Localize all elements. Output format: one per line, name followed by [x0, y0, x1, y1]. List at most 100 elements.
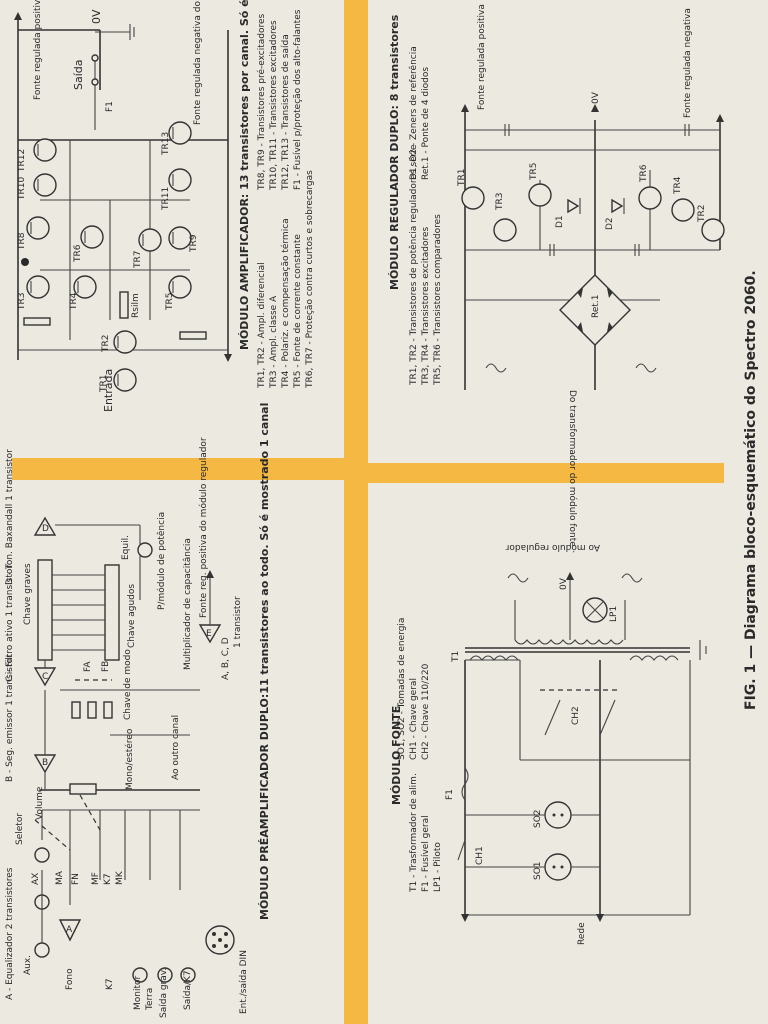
- regulator-module: TR1 TR2 TR3 TR4 TR5 TR6 D1 D2 Ret.1 Font…: [388, 4, 725, 547]
- reg-label-tr6: TR6: [639, 164, 649, 183]
- tr5-symbol: [168, 275, 192, 299]
- preamp-sel-mk: MK: [115, 870, 125, 885]
- preamp-input-k7: K7: [105, 978, 115, 990]
- label-tr13: TR13: [161, 132, 171, 156]
- reg-tr2-symbol: [701, 218, 725, 242]
- label-amp-rsm: Rsilm: [131, 293, 141, 318]
- reg-label-d1: D1: [555, 215, 565, 228]
- preamp-block-c-label: C - Filtro ativo 1 transistor: [5, 565, 15, 682]
- reg-title: MÓDULO REGULADOR DUPLO: 8 transistores: [388, 14, 401, 290]
- power-label-ch1: CH1: [475, 846, 485, 865]
- reg-label-d2: D2: [605, 217, 615, 230]
- label-amp-neg: Fonte regulada negativa do módulo regula…: [192, 0, 203, 125]
- preamp-input-saida-k7: Saída/K7: [183, 970, 193, 1010]
- reg-label-pos: Fonte regulada positiva: [477, 4, 487, 110]
- power-title: MÓDULO FONTE: [390, 706, 403, 805]
- label-tr1: TR1: [99, 375, 109, 393]
- reg-legend-right-0: D1, D2 - Zeners de referência: [408, 46, 419, 180]
- reg-tr5-symbol: [528, 183, 552, 207]
- power-legend-left-2: LP1 - Piloto: [433, 842, 443, 892]
- preamp-sel-k7: K7: [103, 873, 113, 885]
- preamp-cap-mult: Multiplicador de capacitância: [183, 538, 193, 670]
- power-label-f1: F1: [445, 789, 455, 800]
- tr2-symbol: [113, 330, 137, 354]
- preamp-input-saida-grav: Saída grav.: [159, 968, 169, 1018]
- power-label-so2: SO2: [533, 809, 543, 828]
- block-a-letter: A: [66, 925, 73, 935]
- amp-legend-left-1: TR3 - Ampl. classe A: [269, 295, 279, 389]
- amp-legend-left-4: TR6, TR7 - Proteção contra curtos e sobr…: [305, 170, 315, 389]
- preamp-input-monitor: Monitor: [133, 975, 143, 1010]
- preamp-input-terra: Terra: [145, 988, 155, 1011]
- reg-legend-right-1: Ret.1 - Ponte de 4 diodos: [421, 67, 431, 180]
- power-legend-right-2: CH2 - Chave 110/220: [421, 663, 431, 760]
- preamp-bass-switch: Chave graves: [23, 563, 33, 625]
- tr4-symbol: [73, 275, 97, 299]
- divider-horizontal-left: [12, 458, 344, 480]
- preamp-mode-switch: Chave de modo: [123, 649, 133, 720]
- preamp-sel-ma: MA: [55, 870, 65, 885]
- label-amp-0v: 0V: [90, 9, 103, 24]
- tr10-symbol: [33, 173, 57, 197]
- tr13-symbol: [168, 121, 192, 145]
- preamp-block-d-label: D - Ton. Baxandall 1 transistor: [5, 449, 15, 585]
- power-label-ch2: CH2: [571, 706, 581, 725]
- preamp-input-fono: Fono: [65, 968, 75, 990]
- figure-caption: FIG. 1 — Diagrama bloco-esquemático do S…: [743, 270, 759, 710]
- preamp-title: MÓDULO PRÉAMPLIFICADOR DUPLO:11 transist…: [258, 403, 271, 920]
- preamp-sel-fn: FN: [71, 873, 81, 885]
- label-tr3: TR3: [17, 293, 27, 311]
- reg-tr3-symbol: [493, 218, 517, 242]
- preamp-block-b-label: B - Seg. emissor 1 transistor: [5, 654, 15, 782]
- power-legend-left-0: T1 - Trasformador de alim.: [409, 773, 419, 893]
- reg-label-neg: Fonte regulada negativa: [683, 8, 693, 118]
- power-legend-right-1: CH1 - Chave geral: [409, 678, 419, 760]
- reg-label-tr3: TR3: [495, 193, 505, 211]
- label-tr6: TR6: [73, 244, 83, 263]
- preamp-fa: FA: [83, 661, 93, 672]
- label-tr7: TR7: [133, 251, 143, 269]
- amp-legend-left-2: TR4 - Polariz. e compensação térmica: [280, 218, 291, 389]
- label-tr8: TR8: [17, 232, 27, 251]
- preamp-other-channel: Ao outro canal: [171, 715, 181, 780]
- block-c-letter: C: [42, 672, 48, 682]
- preamp-selector: Seletor: [15, 813, 25, 845]
- preamp-to-amp: P/módulo de potência: [156, 512, 167, 610]
- divider-horizontal-right: [368, 463, 724, 483]
- label-tr5: TR5: [165, 293, 175, 311]
- preamp-input-aux: Aux.: [23, 955, 33, 975]
- tr7-symbol: [138, 228, 162, 252]
- label-tr11: TR11: [161, 187, 171, 211]
- preamp-e-note: 1 transistor: [233, 596, 243, 648]
- preamp-block-a-label: A - Equalizador 2 transistores: [5, 867, 15, 1000]
- power-label-lp1: LP1: [609, 606, 619, 622]
- reg-label-tr4: TR4: [673, 176, 683, 195]
- preamp-module: A B C D: [5, 403, 271, 1018]
- reg-label-from-transformer: Do transformador do módulo fonte: [567, 390, 578, 547]
- reg-label-0v: 0V: [591, 91, 601, 104]
- reg-legend-left-2: TR5, TR6 - Transistores comparadores: [433, 214, 443, 386]
- power-legend-right-0: SO1, SO2 - Tomadas de energia: [397, 618, 407, 760]
- preamp-pos-supply: Fonte reg. positiva do módulo regulador: [198, 437, 209, 618]
- preamp-fb: FB: [101, 661, 111, 672]
- preamp-input-din: Ent./saída DIN: [239, 950, 249, 1014]
- block-b-letter: B: [42, 758, 48, 768]
- power-module: Rede CH1 F1 SO1 SO2 CH2 T1 LP1 0V Ao mód…: [390, 542, 707, 945]
- tr6-symbol: [80, 225, 104, 249]
- amp-legend-left-3: TR5 - Fonte de corrente constante: [293, 234, 303, 389]
- label-tr2: TR2: [101, 335, 111, 353]
- amp-legend-left-0: TR1, TR2 - Ampl. diferencial: [257, 262, 267, 389]
- amp-legend-right-3: F1 - Fusível p/proteção dos alto-falante…: [293, 9, 303, 190]
- preamp-sel-mf: MF: [91, 872, 101, 885]
- power-label-mains: Rede: [577, 922, 587, 945]
- divider-vertical: [344, 0, 368, 1024]
- label-amp-input: Entrada: [102, 369, 115, 412]
- amp-legend-right-1: TR10, TR11 - Transistores excitadores: [269, 20, 279, 191]
- preamp-treble-switch: Chave agudos: [127, 584, 137, 648]
- reg-legend-left-1: TR3, TR4 - Transistores excitadores: [421, 226, 431, 386]
- reg-tr6-symbol: [638, 186, 662, 210]
- tr1-symbol: [113, 368, 137, 392]
- tr11-symbol: [168, 168, 192, 192]
- reg-tr1-symbol: [461, 186, 485, 210]
